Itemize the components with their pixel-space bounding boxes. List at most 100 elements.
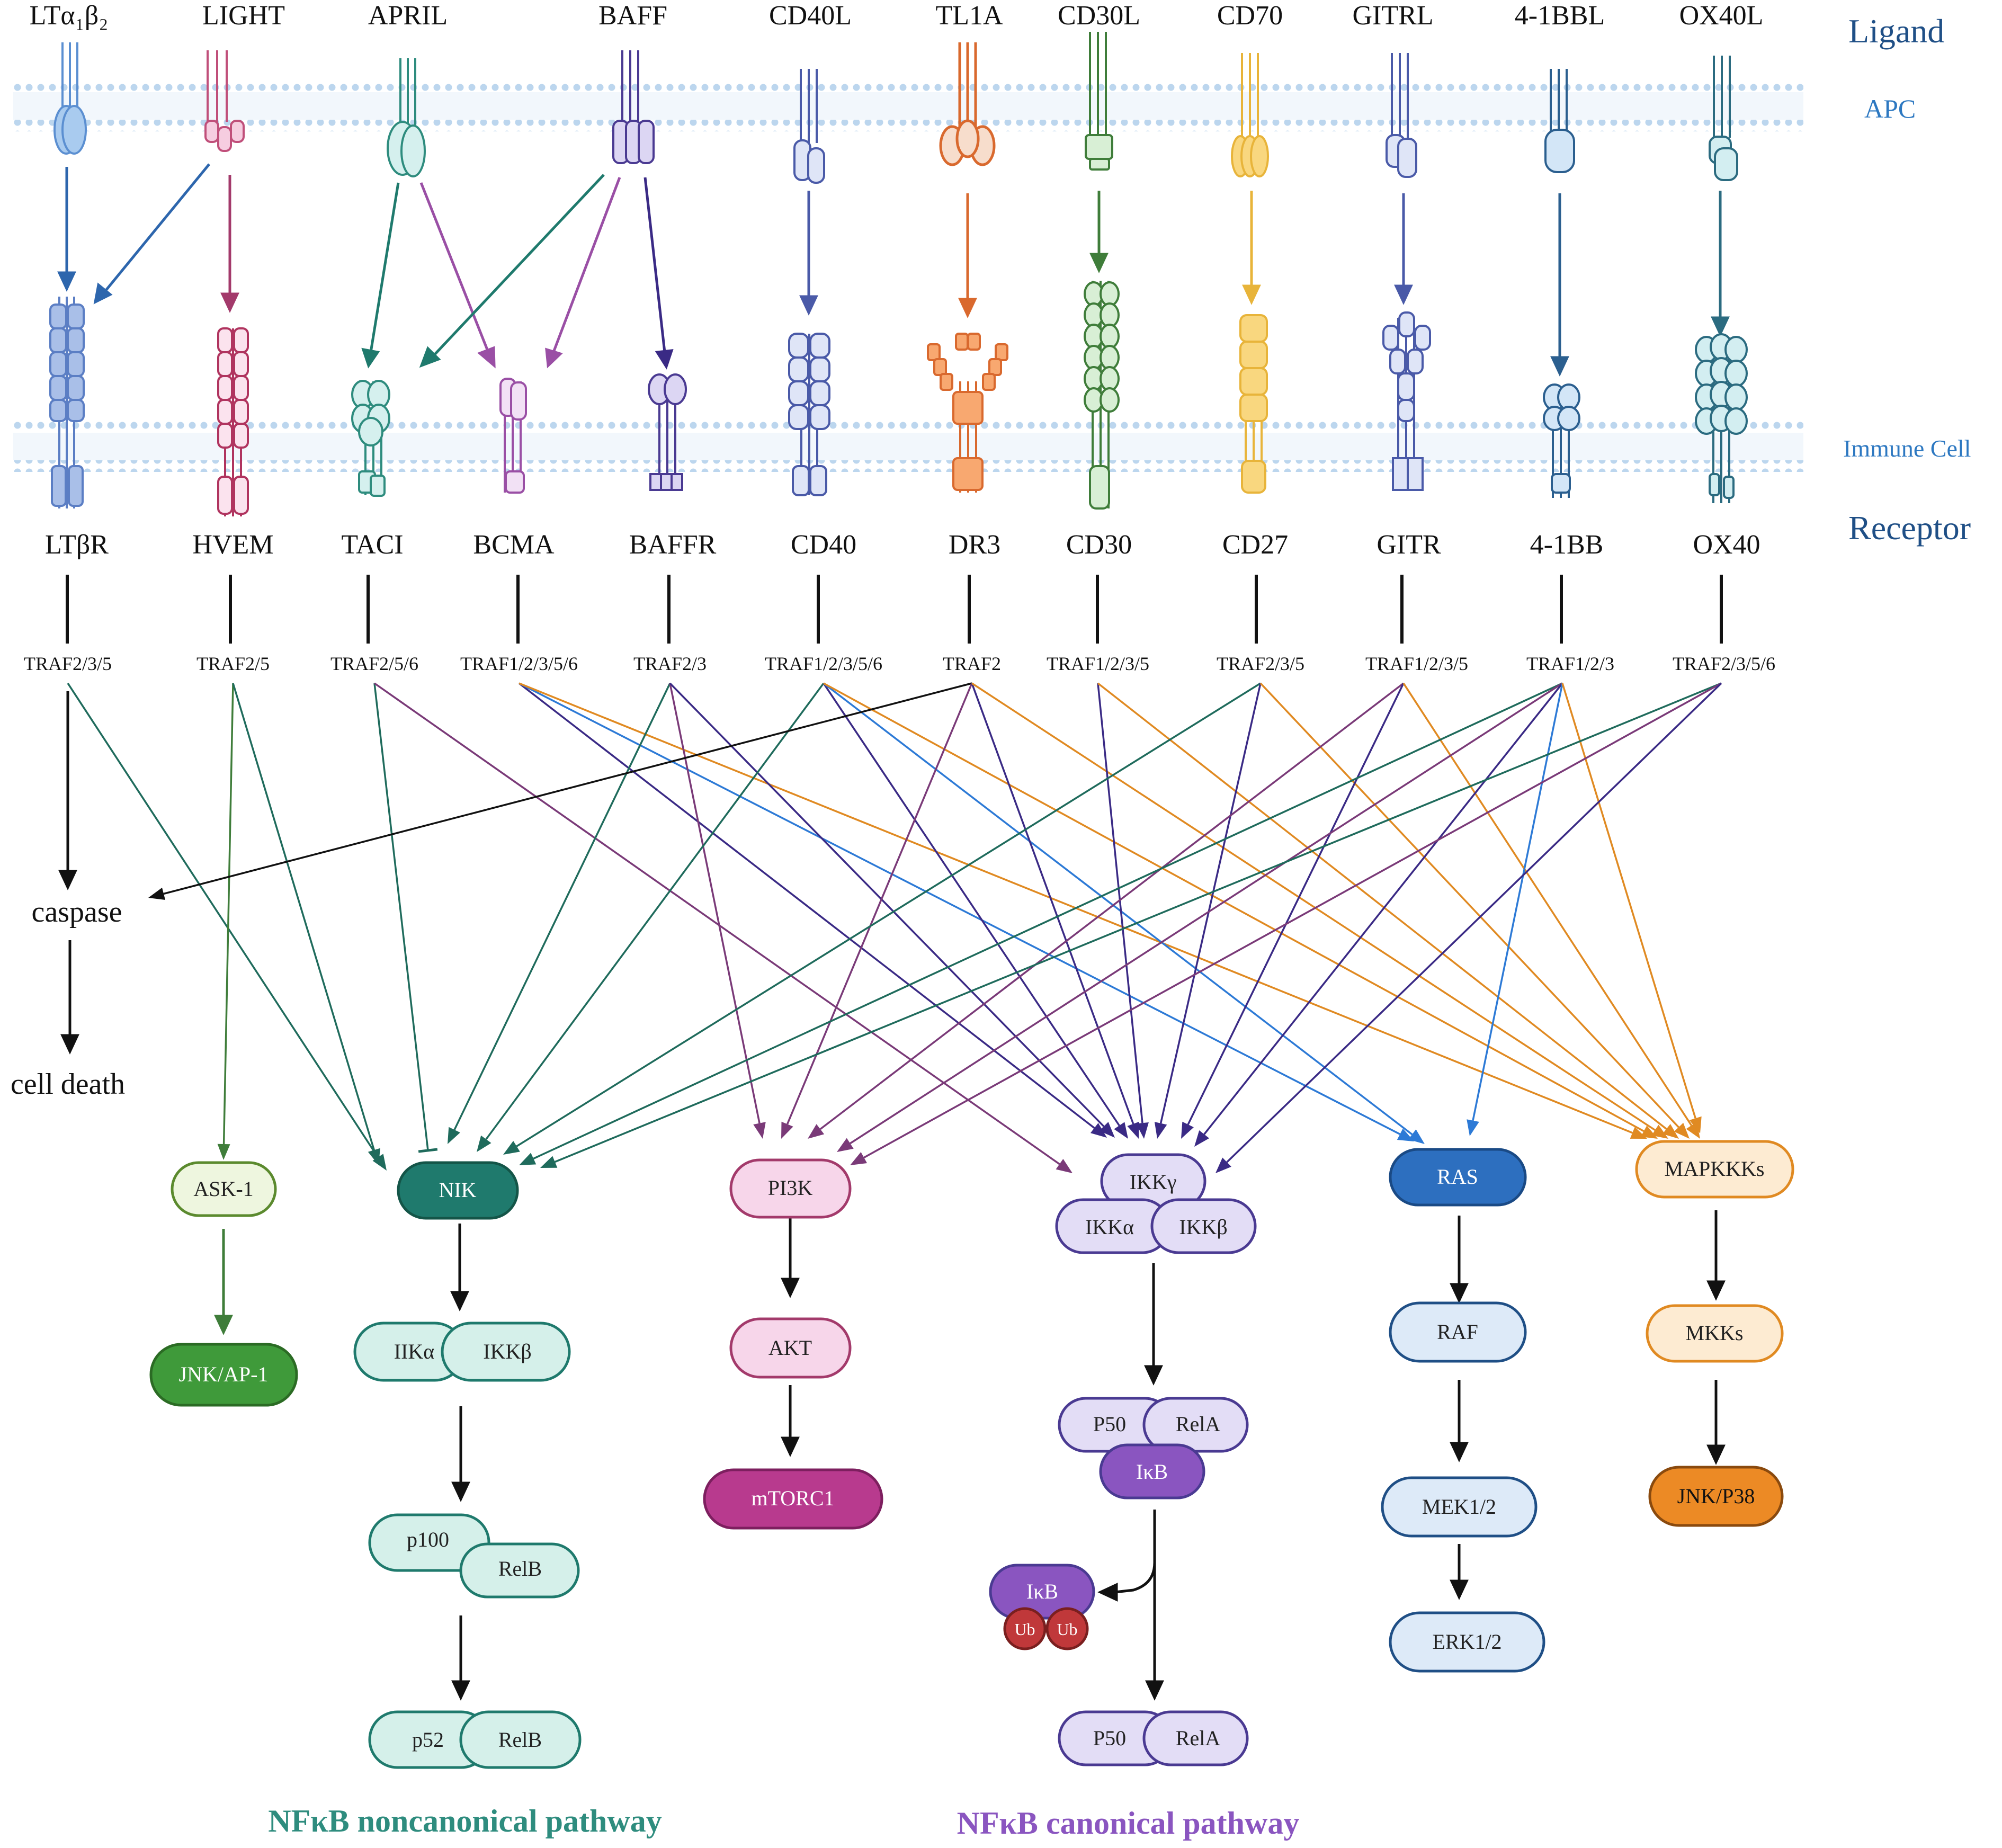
arrowhead: [850, 1151, 868, 1165]
traf-connection-line: [163, 682, 972, 895]
receptor-side-label: Receptor: [1848, 509, 1971, 547]
ikkb-nc-label: IKKβ: [483, 1340, 531, 1363]
receptor-label: HVEM: [192, 530, 273, 560]
ligand-april-icon: [387, 58, 426, 177]
ras-label: RAS: [1437, 1165, 1478, 1189]
apc-side-label: APC: [1864, 94, 1916, 123]
receptor-dr3-icon: [927, 333, 1008, 493]
ligand-ox40l-icon: [1709, 56, 1738, 181]
p52-relb-node: p52 RelB: [368, 1710, 582, 1769]
akt-label: AKT: [768, 1336, 812, 1360]
traf-connection-line: [823, 682, 1413, 1136]
arrowhead: [1674, 1122, 1690, 1139]
arrowhead: [148, 887, 166, 900]
arrowhead: [1181, 1121, 1194, 1139]
ligand-cd70-icon: [1231, 53, 1269, 177]
arrowhead: [781, 1121, 793, 1139]
ligand-side-label: Ligand: [1848, 12, 1944, 50]
ikk-complex-node: IKKγ IKKα IKKβ: [1055, 1153, 1257, 1254]
traf-connection-line: [373, 682, 1060, 1165]
traf-label: TRAF2: [943, 653, 1001, 674]
ligand-cd40l-icon: [793, 69, 825, 184]
traf-label: TRAF2/3/5/6: [1673, 653, 1775, 674]
traf-connection-line: [823, 683, 1120, 1127]
ligand-tl1a-icon: [939, 42, 996, 166]
ligand-label: APRIL: [368, 1, 448, 31]
ligand-label: LTα₁β₂: [30, 1, 109, 31]
p100-label: p100: [407, 1528, 449, 1551]
receptor-hvem-icon: [217, 327, 249, 516]
raf-node: RAF: [1389, 1301, 1527, 1363]
immune-cell-membrane: [13, 421, 1803, 472]
traf-pathway-arrows: [67, 682, 1722, 1173]
jnk-ap1-node: JNK/AP-1: [149, 1343, 298, 1407]
raf-label: RAF: [1437, 1320, 1478, 1344]
traf-connection-line: [516, 682, 1261, 1147]
arrowhead: [837, 1138, 854, 1152]
arrowhead: [519, 1153, 537, 1165]
arrowhead: [1216, 1157, 1231, 1173]
ligand-label: OX40L: [1679, 1, 1764, 31]
arrowhead: [753, 1122, 766, 1139]
ligand-41bbl-icon: [1544, 69, 1575, 173]
ligand-cd30l-icon: [1085, 32, 1113, 171]
inhibition-bar: [418, 1148, 438, 1153]
traf-connection-line: [863, 682, 1722, 1159]
receptor-label: GITR: [1377, 530, 1441, 560]
arrowhead: [808, 1124, 825, 1139]
mek-label: MEK1/2: [1422, 1495, 1496, 1519]
arrowhead: [1408, 1129, 1425, 1144]
arrowhead: [1194, 1130, 1210, 1147]
ligand-baff-icon: [612, 50, 655, 164]
ikb-ub-node: IκB Ub Ub: [989, 1564, 1095, 1650]
rela-label: RelA: [1176, 1412, 1221, 1436]
cell-death-label: cell death: [11, 1068, 125, 1101]
arrowhead: [1090, 1123, 1107, 1138]
receptor-label: OX40: [1693, 530, 1760, 560]
traf-label: TRAF1/2/3/5/6: [765, 653, 882, 674]
ikb-label: IκB: [1136, 1460, 1168, 1484]
p100-relb-node: p100 RelB: [368, 1513, 580, 1599]
traf-connection-line: [971, 683, 1134, 1124]
ligand-label: CD40L: [769, 1, 852, 31]
traf-label: TRAF1/2/3/5: [1047, 653, 1149, 674]
ligand-gitrl-icon: [1386, 53, 1417, 178]
ligand-label: GITRL: [1352, 1, 1433, 31]
receptor-label: CD30: [1066, 530, 1132, 560]
apc-membrane: [13, 81, 1803, 131]
iika-label: IIKα: [394, 1340, 435, 1363]
ikkb-label: IKKβ: [1179, 1215, 1227, 1239]
receptor-cd30-icon: [1084, 281, 1120, 510]
nik-node: NIK: [397, 1161, 519, 1220]
arrowhead: [1056, 1158, 1072, 1173]
ikb-label: IκB: [1026, 1579, 1058, 1603]
traf-connection-line: [1402, 683, 1693, 1126]
relb-label: RelB: [498, 1557, 542, 1581]
traf-label: TRAF1/2/3/5/6: [460, 653, 578, 674]
arrowhead: [1662, 1124, 1679, 1139]
receptor-label: CD27: [1222, 530, 1288, 560]
rela-label: RelA: [1176, 1726, 1221, 1750]
mkks-node: MKKs: [1646, 1304, 1784, 1363]
traf-connection-line: [519, 682, 1401, 1135]
receptor-label: BAFFR: [629, 530, 717, 560]
mtorc1-node: mTORC1: [703, 1468, 883, 1530]
immune-cell-side-label: Immune Cell: [1843, 435, 1971, 462]
pi3k-node: PI3K: [729, 1158, 852, 1219]
receptor-bcma-icon: [499, 378, 527, 494]
traf-connection-line: [1097, 683, 1143, 1123]
arrowhead: [1689, 1116, 1702, 1133]
arrowhead: [448, 1127, 460, 1144]
mek-node: MEK1/2: [1381, 1476, 1538, 1538]
jnk-ap1-label: JNK/AP-1: [179, 1362, 269, 1386]
traf-label: TRAF1/2/3: [1526, 653, 1614, 674]
receptor-labels: LTβR HVEM TACI BCMA BAFFR CD40 DR3 CD30 …: [45, 530, 1760, 560]
ikka-label: IKKα: [1085, 1215, 1134, 1239]
noncanonical-title: NFκB noncanonical pathway: [268, 1804, 662, 1838]
arrowhead: [477, 1135, 491, 1152]
traf-connection-line: [1472, 683, 1563, 1121]
receptor-cd40-icon: [788, 333, 830, 496]
caspase-arrows: [58, 691, 79, 1055]
